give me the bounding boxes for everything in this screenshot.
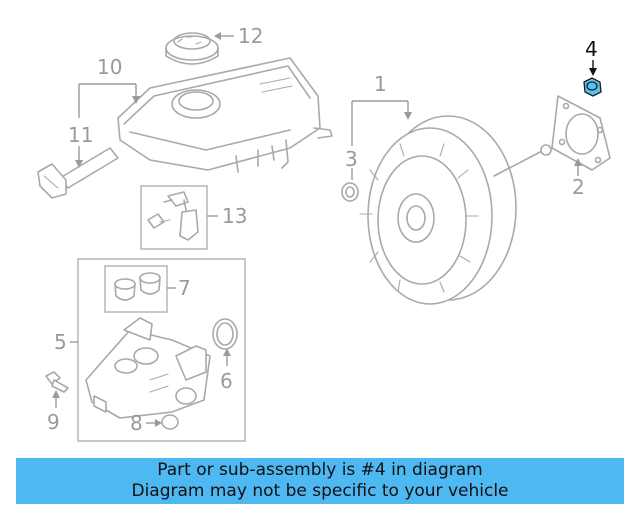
callout-6-leader (223, 348, 231, 366)
banner-line-1: Part or sub-assembly is #4 in diagram (157, 460, 483, 480)
group-7-box (104, 265, 168, 313)
part-10-reservoir[interactable] (117, 57, 333, 173)
callout-2[interactable]: 2 (572, 175, 585, 199)
callout-7[interactable]: 7 (178, 276, 191, 300)
part-8-cap[interactable] (161, 414, 179, 430)
part-7-grommets[interactable] (114, 272, 161, 301)
callout-8-leader (146, 419, 162, 427)
callout-1[interactable]: 1 (374, 72, 387, 96)
callout-3[interactable]: 3 (345, 147, 358, 171)
callout-1-leader (351, 100, 412, 146)
part-5-master-cylinder[interactable] (85, 317, 211, 419)
part-4-nut-highlighted[interactable] (583, 77, 602, 97)
group-5-box (77, 258, 246, 442)
callout-10-leader (78, 83, 140, 118)
parts-diagram: 12 10 11 13 (37, 24, 611, 442)
group-13-box (140, 185, 208, 250)
callout-12-leader (214, 32, 234, 40)
callout-10[interactable]: 10 (97, 55, 122, 79)
callout-11-leader (75, 146, 83, 168)
banner-line-2: Diagram may not be specific to your vehi… (131, 481, 509, 501)
part-1-brake-booster[interactable] (359, 115, 552, 305)
callout-4[interactable]: 4 (585, 37, 598, 61)
callout-5[interactable]: 5 (54, 330, 67, 354)
callout-4-leader (589, 60, 597, 76)
callout-11[interactable]: 11 (68, 123, 93, 147)
part-6-o-ring[interactable] (212, 318, 238, 350)
part-9-bolt[interactable] (45, 371, 69, 393)
callout-8[interactable]: 8 (130, 411, 143, 435)
callout-2-leader (574, 158, 582, 176)
callout-6[interactable]: 6 (220, 369, 233, 393)
callout-9-leader (52, 390, 60, 408)
info-banner: Part or sub-assembly is #4 in diagram Di… (16, 458, 624, 504)
part-2-gasket[interactable] (551, 95, 611, 171)
part-12-reservoir-cap[interactable] (165, 32, 219, 65)
callout-12[interactable]: 12 (238, 24, 263, 48)
part-13-sensor[interactable] (147, 191, 199, 241)
part-11-hose[interactable] (37, 147, 119, 199)
callout-9[interactable]: 9 (47, 410, 60, 434)
callout-13[interactable]: 13 (222, 204, 247, 228)
part-3-grommet[interactable] (341, 182, 359, 202)
